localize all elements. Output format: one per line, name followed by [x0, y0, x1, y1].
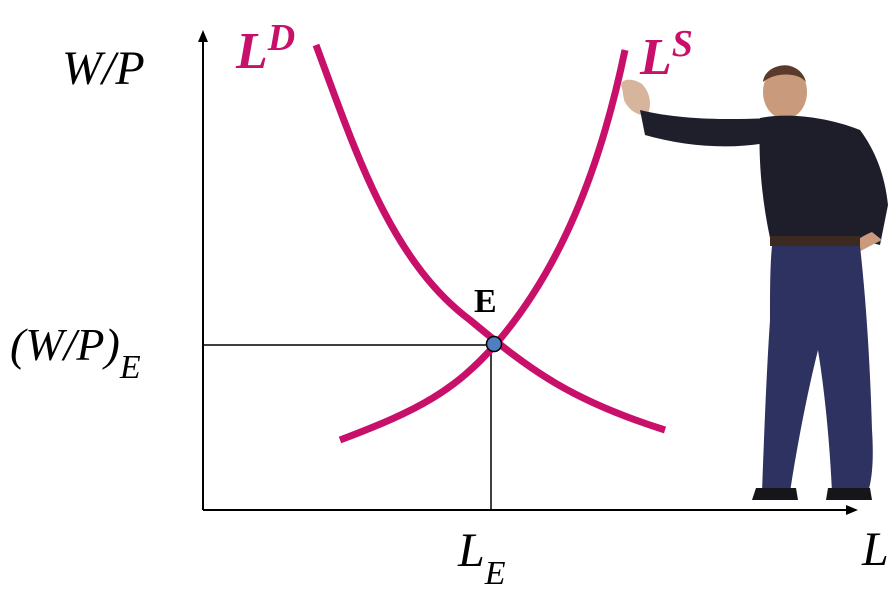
- raised-arm-icon: [640, 110, 780, 147]
- x-axis-arrow-icon: [846, 505, 858, 515]
- supply-label-base: L: [639, 29, 672, 86]
- equilibrium-wage-label: (W/P)E: [10, 319, 141, 386]
- demand-curve-label: LD: [235, 17, 295, 80]
- equilibrium-point-label: E: [474, 283, 497, 320]
- torso-icon: [759, 115, 888, 250]
- equilibrium-labor-base: L: [457, 524, 485, 577]
- right-shoe-icon: [826, 488, 872, 500]
- man-presenting-illustration: [621, 65, 888, 500]
- hair-icon: [763, 65, 806, 82]
- labor-supply-curve: [338, 49, 629, 444]
- demand-label-base: L: [235, 23, 268, 80]
- equilibrium-wage-base: (W/P): [10, 319, 120, 370]
- demand-label-superscript: D: [267, 17, 295, 59]
- equilibrium-wage-subscript: E: [119, 349, 141, 386]
- supply-label-superscript: S: [672, 23, 693, 65]
- equilibrium-labor-label: LE: [457, 524, 506, 592]
- x-axis-label: L: [861, 523, 889, 576]
- y-axis-arrow-icon: [198, 30, 208, 42]
- head-icon: [763, 65, 807, 119]
- axes: [198, 30, 858, 515]
- y-axis-label: W/P: [62, 42, 145, 95]
- belt-icon: [770, 236, 860, 246]
- labor-demand-curve: [312, 43, 667, 434]
- supply-curve-label: LS: [639, 23, 693, 86]
- left-shoe-icon: [752, 488, 798, 500]
- trousers-icon: [762, 246, 873, 492]
- equilibrium-point-marker: [485, 335, 503, 353]
- equilibrium-labor-subscript: E: [484, 555, 506, 592]
- raised-hand-icon: [621, 79, 650, 116]
